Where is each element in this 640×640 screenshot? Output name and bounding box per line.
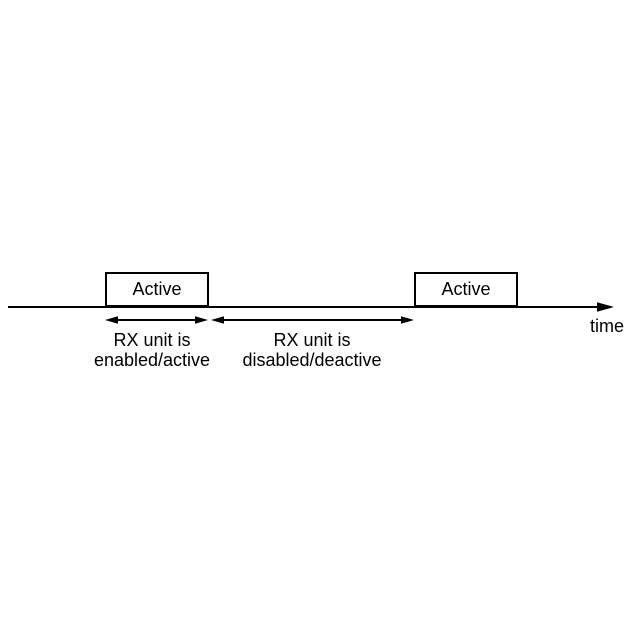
enabled-region-label-line1: RX unit is (113, 330, 191, 350)
active-box-1: Active (105, 272, 209, 307)
enabled-span-arrowhead-right-icon (195, 316, 208, 324)
active-box-1-label: Active (132, 279, 182, 299)
disabled-region-label-line1: RX unit is (273, 330, 351, 350)
disabled-span-arrowhead-left-icon (211, 316, 224, 324)
active-box-2: Active (414, 272, 518, 307)
enabled-region-label-line2: enabled/active (93, 350, 211, 370)
enabled-region-label: RX unit is enabled/active (62, 330, 242, 370)
disabled-region-label: RX unit is disabled/deactive (222, 330, 402, 370)
time-axis-arrowhead-icon (597, 302, 614, 312)
enabled-span-arrowhead-left-icon (105, 316, 118, 324)
disabled-region-label-line2: disabled/deactive (242, 350, 382, 370)
time-axis-label: time (590, 316, 625, 336)
disabled-span-arrowhead-right-icon (401, 316, 414, 324)
active-box-2-label: Active (441, 279, 491, 299)
